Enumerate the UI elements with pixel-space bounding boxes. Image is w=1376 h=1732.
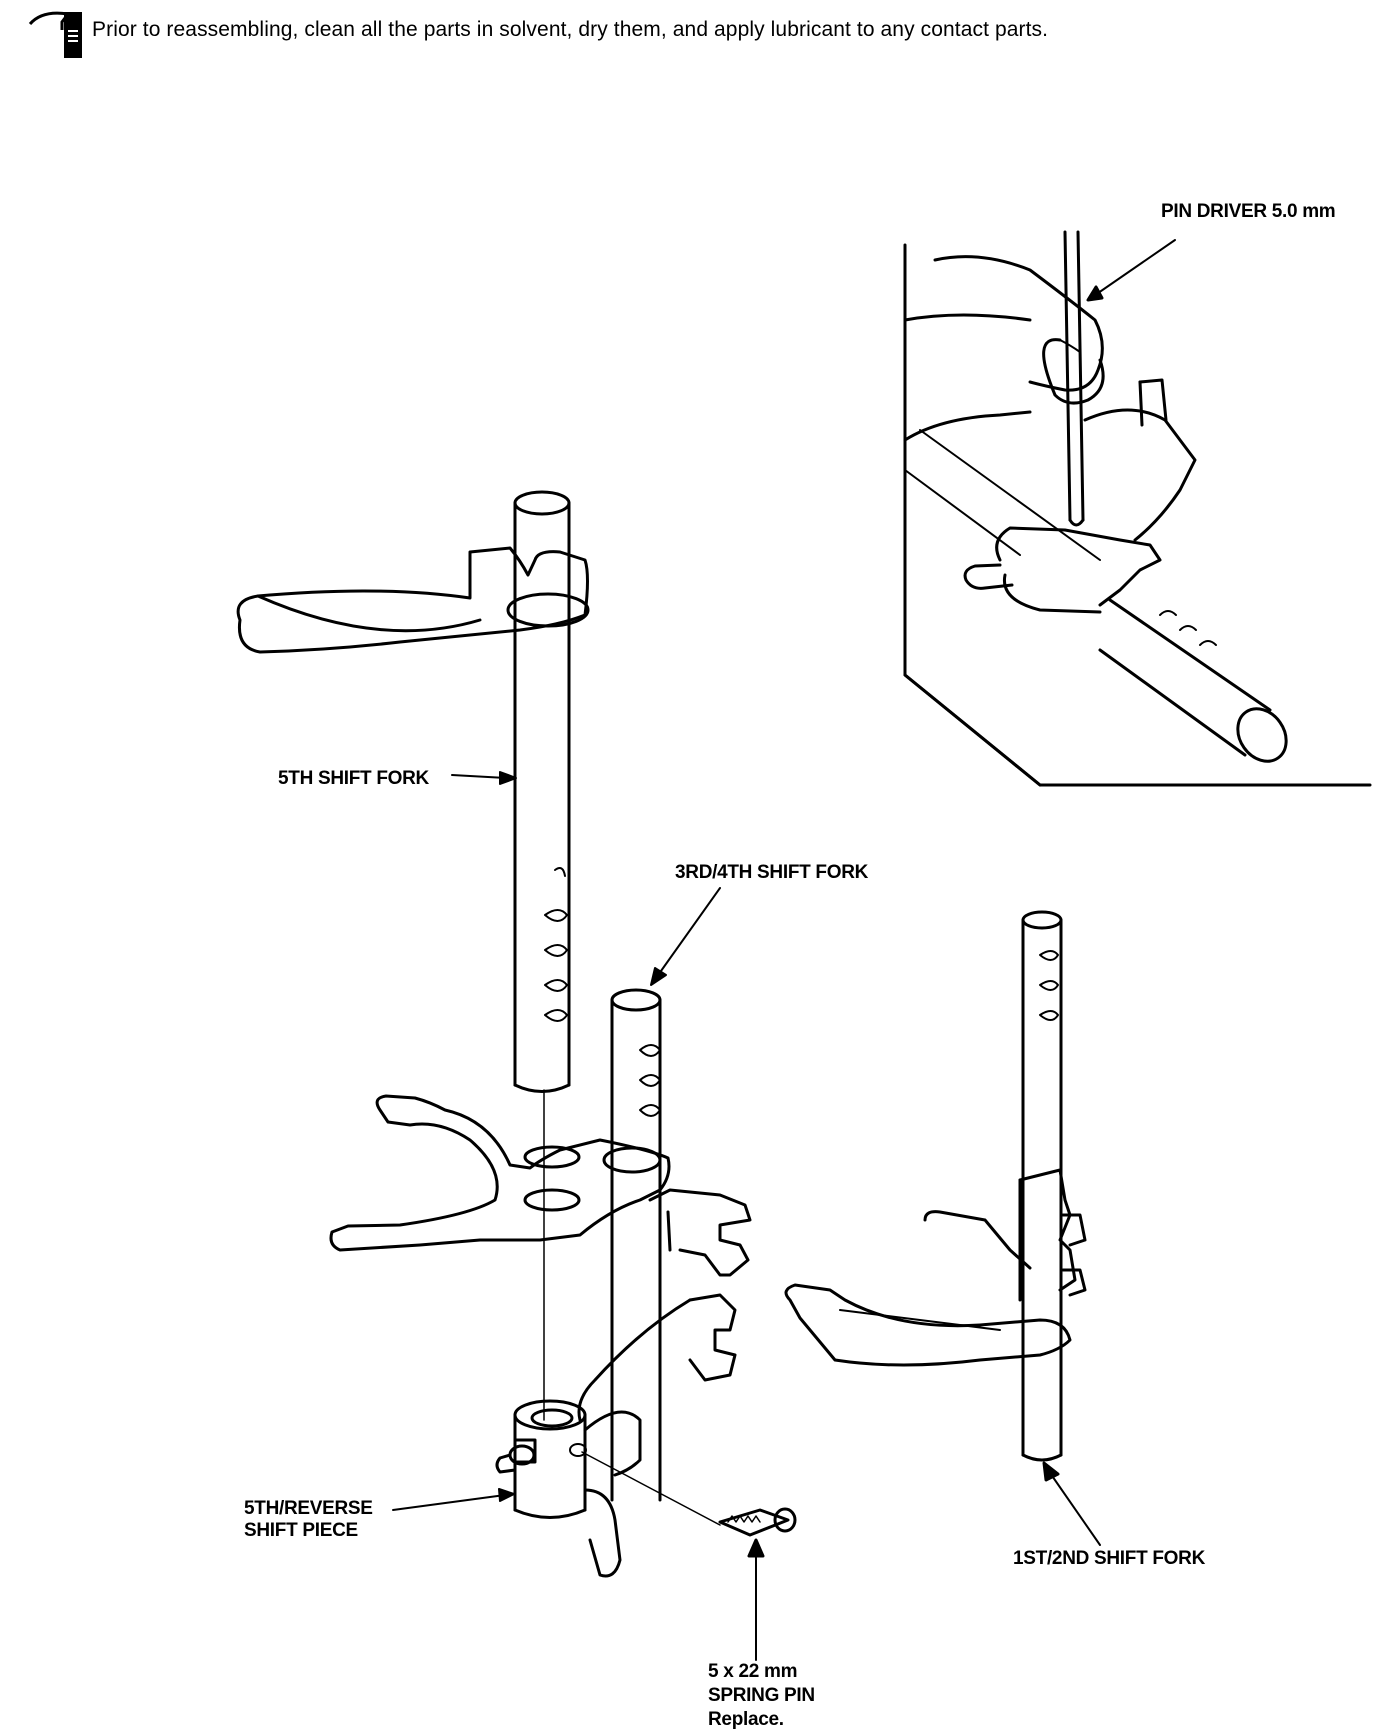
third-fourth-shift-fork-part (329, 988, 752, 1502)
label-leaders (392, 771, 721, 1511)
fifth-reverse-shift-piece-label: 5TH/REVERSE SHIFT PIECE (244, 1498, 373, 1542)
spring-pin-part (718, 1507, 797, 1661)
fifth-reverse-label-line2: SHIFT PIECE (244, 1520, 358, 1541)
pin-driver-tool (1063, 230, 1085, 527)
first-second-shift-fork-part (784, 910, 1101, 1546)
fifth-shift-fork-part (236, 490, 590, 1093)
instruction-note: Prior to reassembling, clean all the par… (92, 18, 1049, 41)
third-fourth-shift-fork-label: 3RD/4TH SHIFT FORK (675, 862, 869, 883)
notebook-icon (28, 11, 82, 58)
spring-pin-name: SPRING PIN (708, 1685, 815, 1706)
spring-pin-size: 5 x 22 mm (708, 1661, 798, 1682)
first-second-shift-fork-label: 1ST/2ND SHIFT FORK (1013, 1548, 1206, 1569)
pin-driver-inset (903, 230, 1372, 787)
hand-shape (933, 255, 1104, 392)
fifth-reverse-shift-piece-part (495, 1399, 721, 1578)
spring-pin-label: 5 x 22 mm SPRING PIN Replace. (708, 1660, 815, 1732)
pin-driver-label: PIN DRIVER 5.0 mm (1161, 201, 1336, 222)
fifth-shift-fork-label: 5TH SHIFT FORK (278, 768, 429, 789)
fifth-reverse-label-line1: 5TH/REVERSE (244, 1498, 373, 1519)
